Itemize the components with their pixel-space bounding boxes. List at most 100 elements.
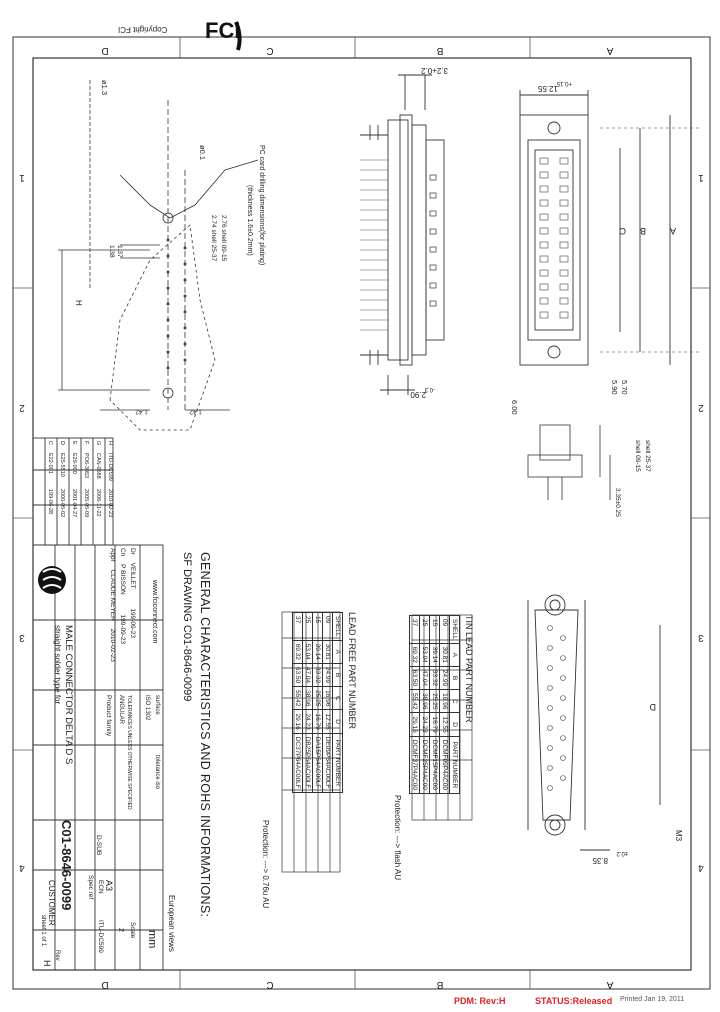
ch-date: 199-09-23: [119, 614, 126, 645]
lead-free-table-grid: [281, 611, 341, 873]
revision-ecn: CAN-0588: [95, 453, 101, 479]
pin-detail-view: [527, 424, 611, 500]
table-header: D: [332, 709, 343, 734]
side-view-dims: 3.2+0.2 2.90 -0.3: [410, 66, 448, 399]
revision-date: 2006-11-22: [95, 489, 101, 517]
dimension-label: M3: [674, 830, 683, 842]
front-view: [519, 90, 700, 366]
website-text: www.fciconnect.com: [151, 580, 158, 644]
scale-value: 2: [117, 928, 124, 932]
table-cell: 53.04: [302, 640, 313, 664]
revision-rev: H: [107, 441, 113, 445]
side-view-pins: [360, 159, 388, 331]
product-family-value: D-SUB: [95, 835, 102, 856]
frame-letter: C: [266, 979, 273, 990]
dimension-label: +0.15: [556, 80, 572, 86]
table-cell: 69.32: [409, 643, 420, 667]
dimension-label: 2.90: [410, 390, 426, 399]
unit-label: mm: [146, 930, 158, 949]
printed-date: Printed Jan 19, 2011: [620, 996, 685, 1003]
angular-label: ANGULAR: [118, 695, 124, 725]
frame-letter: D: [101, 979, 108, 990]
title-block-grid: [32, 437, 164, 971]
dimension-label: 8.35: [592, 856, 608, 865]
dsub-dims: D M3 8.35 ±0.2: [592, 702, 683, 865]
table-cell: 37: [409, 615, 420, 644]
revision-rev: C: [47, 441, 53, 445]
title-block-logo: [38, 566, 66, 594]
table-cell: 15: [429, 615, 440, 644]
table-header: D: [449, 712, 460, 737]
ecn-value: ITU-DC599: [97, 920, 104, 953]
dr-row: Dr VEILLET 199-09-23: [129, 548, 136, 638]
pin-detail-dims: 6.00 3.35±0.25: [510, 400, 621, 517]
table-header: A: [332, 640, 343, 664]
dsub-pins: [547, 625, 566, 791]
table-cell: 12.55: [439, 712, 450, 737]
frame-letter: A: [606, 45, 613, 56]
dimension-label: 1.42: [189, 408, 202, 415]
protection-note-tin: Protection: ---> flash AU: [393, 795, 402, 881]
revision-date: 199-06-28: [47, 489, 53, 515]
frame-letter: B: [436, 45, 443, 56]
table-cell: 39.14: [312, 640, 323, 664]
table-cell: 30.81: [322, 640, 333, 664]
table-cell: 25.25: [312, 686, 323, 710]
dimension-label: 3.2+0.2: [421, 66, 448, 75]
revision-date: 2005-05-09: [83, 489, 89, 518]
table-cell: 16.96: [322, 686, 333, 710]
svg-text:2: 2: [19, 402, 25, 413]
format-label: A3: [104, 880, 114, 892]
dsub-face-view: [527, 594, 661, 851]
sheet-label: sheet 1 of 1: [40, 915, 46, 947]
table-cell: 24.23: [419, 712, 430, 737]
dimension-label: 1.42: [135, 408, 148, 415]
table-header: C: [449, 689, 460, 713]
svg-text:1: 1: [19, 172, 25, 183]
fci-logo-text: FCI: [205, 18, 241, 43]
revision-ecn: E22-001: [47, 453, 53, 474]
dimension-label: 2.76 shell 09-15: [220, 215, 227, 262]
revision-row: C E22-001 199-06-28: [41, 441, 53, 525]
frame-letter: D: [101, 45, 108, 56]
rev-label: Rev: [54, 950, 60, 961]
frame-letter: B: [436, 979, 443, 990]
table-cell: 12.55: [322, 709, 333, 734]
customer-label: CUSTOMER: [47, 880, 56, 926]
dimension-label: 2.74 shell 25-37: [210, 215, 217, 262]
table-header: SHELL: [449, 615, 460, 644]
dimension-label: 5.90: [610, 380, 619, 395]
table-cell: 55.42: [292, 686, 303, 710]
dimension-label: 5.70: [620, 380, 629, 395]
revision-row: GCAN-05882006-11-22: [89, 441, 101, 525]
lead-free-title: LEAD FREE PART NUMBER: [347, 612, 357, 730]
dimension-label: 3.35±0.25: [614, 488, 621, 517]
fci-logo-icon: [234, 21, 242, 51]
dimension-label: D: [649, 702, 656, 712]
side-view: [360, 74, 445, 395]
product-family-label: Product family: [105, 695, 112, 737]
table-cell: DCMF15P4AC00: [429, 736, 440, 794]
dimension-label: 1.37: [116, 245, 123, 258]
dr-name: VEILLET: [129, 562, 136, 589]
table-cell: DCMF37P4AC00: [409, 736, 420, 794]
table-cell: 38.96: [302, 686, 313, 710]
table-cell: 25: [419, 615, 430, 644]
svg-text:3: 3: [19, 632, 25, 643]
scale-label: Scale: [129, 922, 136, 939]
table-cell: 63.50: [409, 666, 420, 690]
table-cell: 33.32: [429, 666, 440, 690]
front-view-dims: 12.55 +0.15 A B C 5.70 5.90 shell 25-37 …: [537, 80, 676, 472]
outer-frame: [12, 36, 711, 990]
table-cell: 37: [292, 612, 303, 641]
side-view-contacts: [429, 174, 437, 307]
dimension-label: ø1.3: [100, 80, 109, 95]
